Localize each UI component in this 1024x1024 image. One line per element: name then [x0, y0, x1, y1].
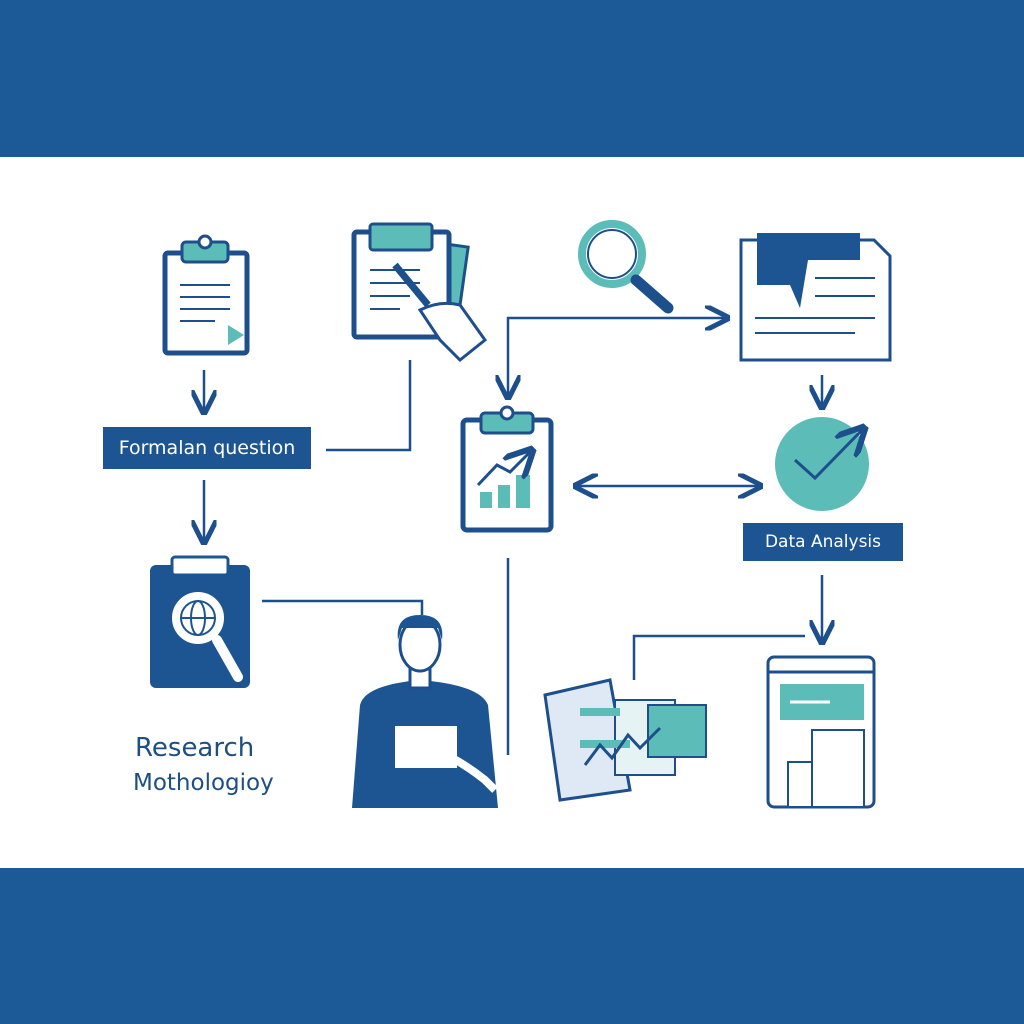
person-icon	[352, 615, 498, 808]
bottom-banner	[0, 868, 1024, 1024]
report-document-icon	[739, 233, 892, 362]
research-globe-icon	[150, 555, 250, 688]
arrow-to-report	[508, 318, 725, 395]
research-methodology-subtitle: Mothologioy	[133, 770, 274, 796]
documents-chart-icon	[543, 678, 707, 802]
connector-question-to-form	[326, 360, 412, 452]
clipboard-icon	[162, 234, 250, 356]
top-banner	[0, 0, 1024, 157]
form-writing-icon	[351, 222, 488, 363]
chart-clipboard-icon	[460, 405, 554, 533]
magnifier-icon	[578, 220, 674, 314]
data-analysis-label: Data Analysis	[743, 523, 903, 561]
formulate-question-label: Formalan question	[103, 427, 311, 469]
connector-docs-to-device	[632, 634, 805, 680]
connector-method-to-person	[262, 599, 424, 615]
research-methodology-title: Research	[135, 733, 255, 763]
check-circle-icon	[775, 417, 869, 511]
device-screen-icon	[766, 655, 876, 809]
